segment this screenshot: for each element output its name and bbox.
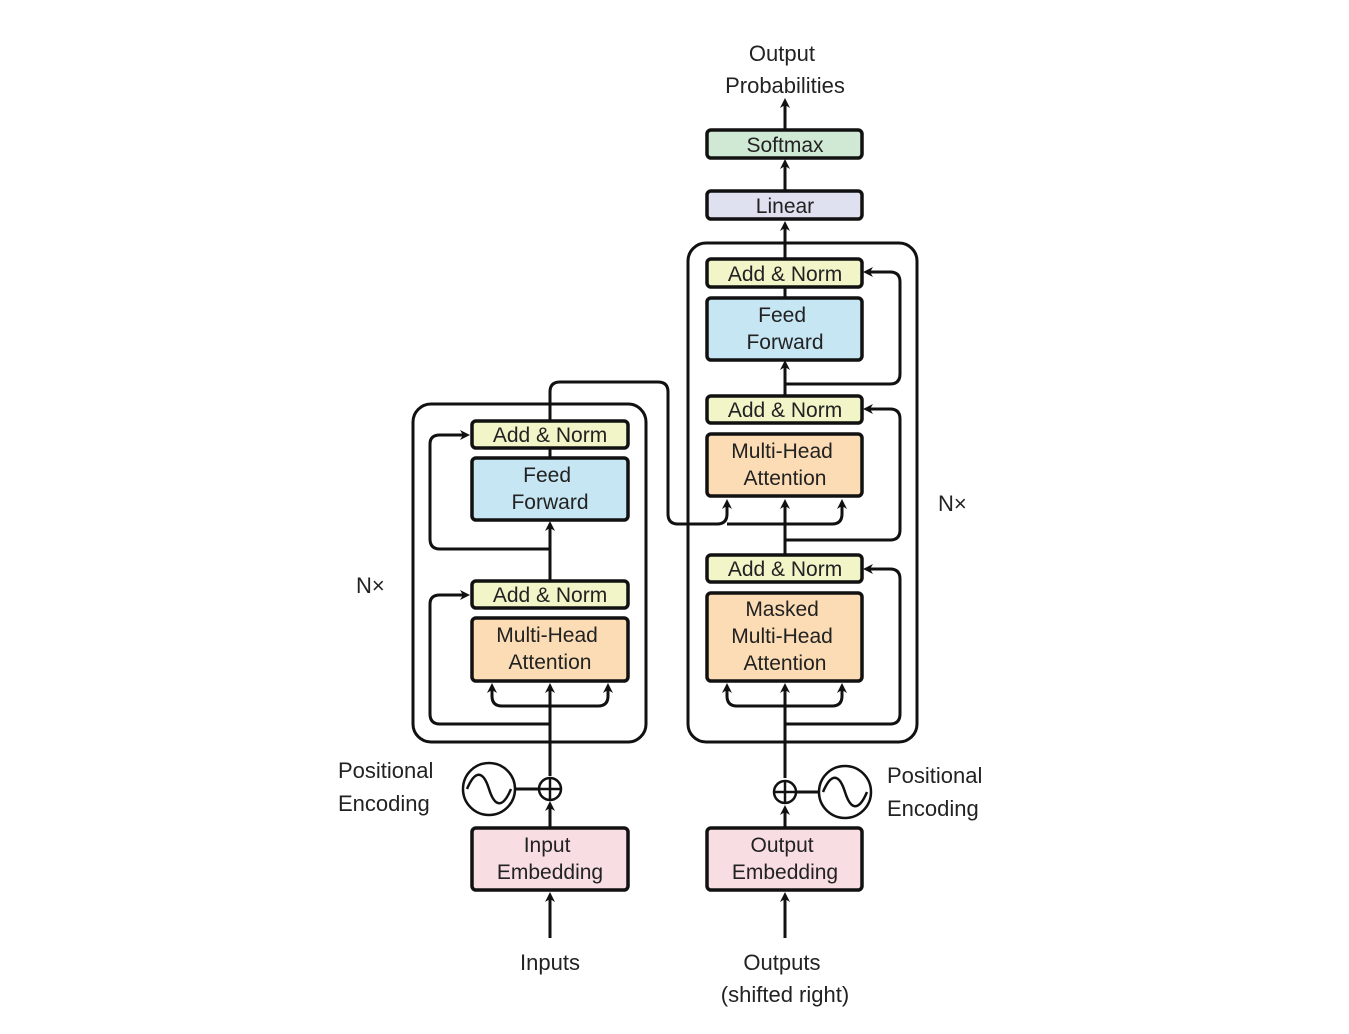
- softmax-label: Softmax: [746, 134, 824, 157]
- encoder-output-to-cross-attention-k: [548, 380, 732, 526]
- encoder-add-norm-bottom-label: Add & Norm: [493, 584, 607, 607]
- softmax-block: Softmax: [705, 128, 864, 160]
- encoder-sine-wave-icon: [461, 761, 517, 817]
- decoder-add-norm-bottom: Add & Norm: [705, 553, 864, 584]
- encoder-add-norm-top-label: Add & Norm: [493, 424, 607, 447]
- encoder-attention-fork-right: [550, 683, 613, 708]
- decoder-masked-attention: Masked Multi-Head Attention: [705, 591, 864, 683]
- encoder-feed-forward: Feed Forward: [470, 456, 630, 522]
- decoder-cross-attention-label: Multi-Head Attention: [731, 440, 838, 490]
- encoder-feed-forward-label: Feed Forward: [511, 464, 588, 514]
- encoder-nx-label: N×: [356, 573, 385, 598]
- decoder-feed-forward: Feed Forward: [705, 296, 864, 362]
- decoder-add-norm-top-label: Add & Norm: [728, 263, 842, 286]
- decoder-masked-fork-left: [722, 683, 785, 708]
- output-embedding: Output Embedding: [705, 826, 864, 892]
- output-embedding-label: Output Embedding: [732, 834, 838, 884]
- decoder-feed-forward-label: Feed Forward: [746, 304, 823, 354]
- encoder-add-norm-bottom: Add & Norm: [470, 579, 630, 610]
- encoder-stack-frame: [411, 402, 648, 744]
- input-embedding-label: Input Embedding: [497, 834, 603, 884]
- encoder-multi-head-attention: Multi-Head Attention: [470, 616, 630, 683]
- decoder-residual-3: [785, 267, 902, 386]
- decoder-add-norm-bottom-label: Add & Norm: [728, 558, 842, 581]
- decoder-add-norm-middle: Add & Norm: [705, 394, 864, 425]
- decoder-residual-2: [785, 404, 902, 542]
- decoder-add-icon: [772, 779, 798, 805]
- decoder-add-norm-middle-label: Add & Norm: [728, 399, 842, 422]
- linear-label: Linear: [756, 195, 814, 218]
- decoder-nx-label: N×: [938, 491, 967, 516]
- inputs-label: Inputs: [520, 950, 580, 975]
- outputs-label: Outputs (shifted right): [721, 950, 849, 1007]
- decoder-stack-frame: [686, 241, 919, 744]
- encoder-add-icon: [537, 776, 563, 802]
- output-probabilities-label: Output Probabilities: [725, 41, 845, 98]
- encoder-attention-label: Multi-Head Attention: [496, 624, 603, 674]
- linear-block: Linear: [705, 189, 864, 221]
- decoder-residual-1: [785, 564, 902, 726]
- input-embedding: Input Embedding: [470, 826, 630, 892]
- encoder-output-to-cross-attention-v: [727, 499, 847, 526]
- encoder-positional-encoding-label: Positional Encoding: [338, 758, 440, 816]
- encoder-residual-1: [428, 590, 550, 726]
- decoder-sine-wave-icon: [817, 764, 873, 820]
- decoder-masked-fork-right: [785, 683, 847, 708]
- encoder-add-norm-top: Add & Norm: [470, 419, 630, 450]
- encoder-residual-2: [428, 430, 550, 551]
- decoder-add-norm-top: Add & Norm: [705, 257, 864, 289]
- decoder-cross-attention: Multi-Head Attention: [705, 432, 864, 498]
- decoder-positional-encoding-label: Positional Encoding: [887, 763, 989, 821]
- encoder-attention-fork-left: [487, 683, 550, 708]
- decoder-masked-attention-label: Masked Multi-Head Attention: [731, 598, 838, 675]
